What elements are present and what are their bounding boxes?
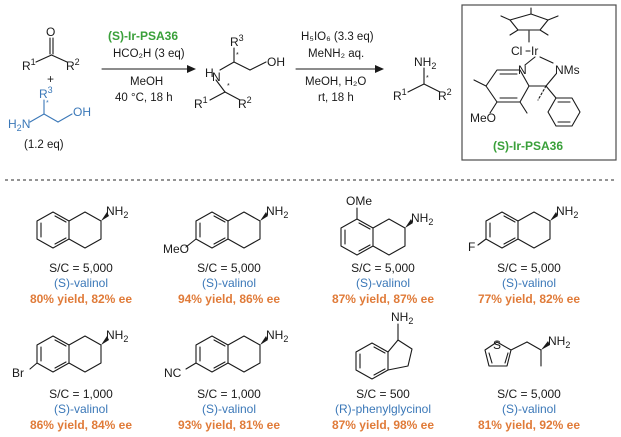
r3-label: R3	[230, 33, 244, 49]
chiral-auxiliary: (S)-valinol	[202, 402, 256, 416]
stereo-mark: *	[227, 83, 230, 90]
oxidant: H₅IO₆ (3.3 eq)	[301, 31, 374, 43]
ome-label: MeO	[470, 111, 496, 125]
nc-label: NC	[164, 366, 182, 380]
nms-label: NMs	[555, 63, 580, 77]
product-7-caption: S/C = 500 (R)-phenylglycinol 87% yield, …	[332, 387, 434, 432]
ir-label: Ir	[531, 44, 538, 58]
nh2-label: NH2	[391, 310, 413, 326]
stereo-mark: *	[426, 75, 429, 82]
yield-ee: 87% yield, 98% ee	[332, 418, 434, 432]
nh2-label: NH2	[266, 328, 288, 344]
nh2-label: NH2	[548, 334, 570, 350]
r1-label: R1	[393, 87, 407, 103]
chiral-auxiliary: (S)-valinol	[502, 402, 556, 416]
ome-label: OMe	[346, 194, 372, 208]
oh-label: OH	[267, 55, 285, 69]
solvent-1: MeOH	[130, 76, 163, 88]
cl-label: Cl	[511, 44, 522, 58]
ketone-structure: O R1 R2 +	[22, 25, 80, 86]
nh2-label: NH2	[106, 328, 128, 344]
oxygen-label: O	[46, 25, 55, 39]
reaction-arrow-1	[101, 65, 196, 73]
product-2-structure: MeO NH2	[163, 204, 288, 256]
yield-ee: 77% yield, 82% ee	[478, 292, 580, 306]
product-1-caption: S/C = 5,000 (S)-valinol 80% yield, 82% e…	[30, 261, 132, 306]
catalyst-box-label: (S)-Ir-PSA36	[493, 139, 563, 153]
reagent-equiv: (1.2 eq)	[24, 139, 64, 151]
plus-sign: +	[47, 72, 54, 86]
product-5-structure: Br NH2	[12, 328, 128, 380]
r2-label: R2	[438, 87, 452, 103]
product-4-caption: S/C = 5,000 (S)-valinol 77% yield, 82% e…	[478, 261, 580, 306]
yield-ee: 86% yield, 84% ee	[30, 418, 132, 432]
product-8-caption: S/C = 5,000 (S)-valinol 81% yield, 92% e…	[478, 387, 580, 432]
product-3-structure: OMe NH2	[340, 194, 433, 256]
product-amine-structure: NH2 R1 R2 *	[393, 55, 452, 103]
r1-label: R1	[22, 57, 36, 73]
chiral-auxiliary: (S)-valinol	[202, 276, 256, 290]
br-label: Br	[12, 366, 24, 380]
nh2-label: NH2	[411, 211, 433, 227]
stereo-mark: *	[236, 52, 239, 59]
chiral-auxiliary: (R)-phenylglycinol	[335, 402, 431, 416]
yield-ee: 93% yield, 81% ee	[178, 418, 280, 432]
nh2-label: NH2	[556, 204, 578, 220]
substrate-catalyst-ratio: S/C = 5,000	[197, 261, 261, 275]
n-pyridine-label: N	[518, 63, 527, 77]
stereo-mark: *	[46, 100, 49, 107]
product-6-caption: S/C = 1,000 (S)-valinol 93% yield, 81% e…	[178, 387, 280, 432]
f-label: F	[468, 240, 475, 254]
substrate-catalyst-ratio: S/C = 5,000	[351, 261, 415, 275]
yield-ee: 80% yield, 82% ee	[30, 292, 132, 306]
product-6-structure: NC NH2	[164, 328, 288, 380]
product-7-structure: NH2	[355, 310, 413, 380]
chiral-auxiliary: (S)-valinol	[54, 276, 108, 290]
r2-label: R2	[238, 95, 252, 111]
nh2-label: NH2	[266, 204, 288, 220]
catalyst-box: Cl Ir N MeO NMs (S)-Ir-PSA36	[461, 4, 617, 161]
r3-label: R3	[39, 85, 53, 101]
reaction-arrow-2	[295, 65, 384, 73]
oh-label: OH	[73, 105, 91, 119]
product-5-caption: S/C = 1,000 (S)-valinol 86% yield, 84% e…	[30, 387, 132, 432]
yield-ee: 87% yield, 87% ee	[332, 292, 434, 306]
product-3-caption: S/C = 5,000 (S)-valinol 87% yield, 87% e…	[332, 261, 434, 306]
product-8-structure: S NH2	[484, 334, 570, 367]
meo-label: MeO	[163, 242, 189, 256]
solvent-2: MeOH, H₂O	[305, 76, 366, 88]
substrate-catalyst-ratio: S/C = 5,000	[497, 387, 561, 401]
nh-label: H	[205, 66, 214, 80]
conditions-1: 40 °C, 18 h	[115, 92, 173, 104]
n-label: N	[212, 70, 221, 84]
product-4-structure: F NH2	[468, 204, 578, 254]
conditions-2: rt, 18 h	[318, 92, 354, 104]
chiral-auxiliary: (S)-valinol	[54, 402, 108, 416]
chiral-auxiliary: (S)-valinol	[502, 276, 556, 290]
substrate-catalyst-ratio: S/C = 1,000	[49, 387, 113, 401]
product-2-caption: S/C = 5,000 (S)-valinol 94% yield, 86% e…	[178, 261, 280, 306]
acid-reagent: HCO₂H (3 eq)	[113, 48, 185, 60]
substrate-catalyst-ratio: S/C = 500	[356, 387, 410, 401]
product-1-structure: NH2	[36, 204, 128, 249]
r1-label: R1	[194, 95, 208, 111]
r2-label: R2	[66, 57, 80, 73]
intermediate-structure: R3 H N OH R1 R2 * *	[194, 33, 285, 111]
chiral-auxiliary: (S)-valinol	[356, 276, 410, 290]
amino-alcohol-structure: R3 H2N OH *	[8, 85, 91, 133]
nh2-label: H2N	[8, 117, 30, 133]
substrate-catalyst-ratio: S/C = 5,000	[497, 261, 561, 275]
yield-ee: 81% yield, 92% ee	[478, 418, 580, 432]
substrate-catalyst-ratio: S/C = 5,000	[49, 261, 113, 275]
amine-reagent: MeNH₂ aq.	[308, 48, 364, 60]
nh2-label: NH2	[414, 55, 436, 71]
yield-ee: 94% yield, 86% ee	[178, 292, 280, 306]
nh2-label: NH2	[106, 204, 128, 220]
s-label: S	[493, 338, 501, 352]
substrate-catalyst-ratio: S/C = 1,000	[197, 387, 261, 401]
catalyst-name: (S)-Ir-PSA36	[108, 29, 178, 43]
